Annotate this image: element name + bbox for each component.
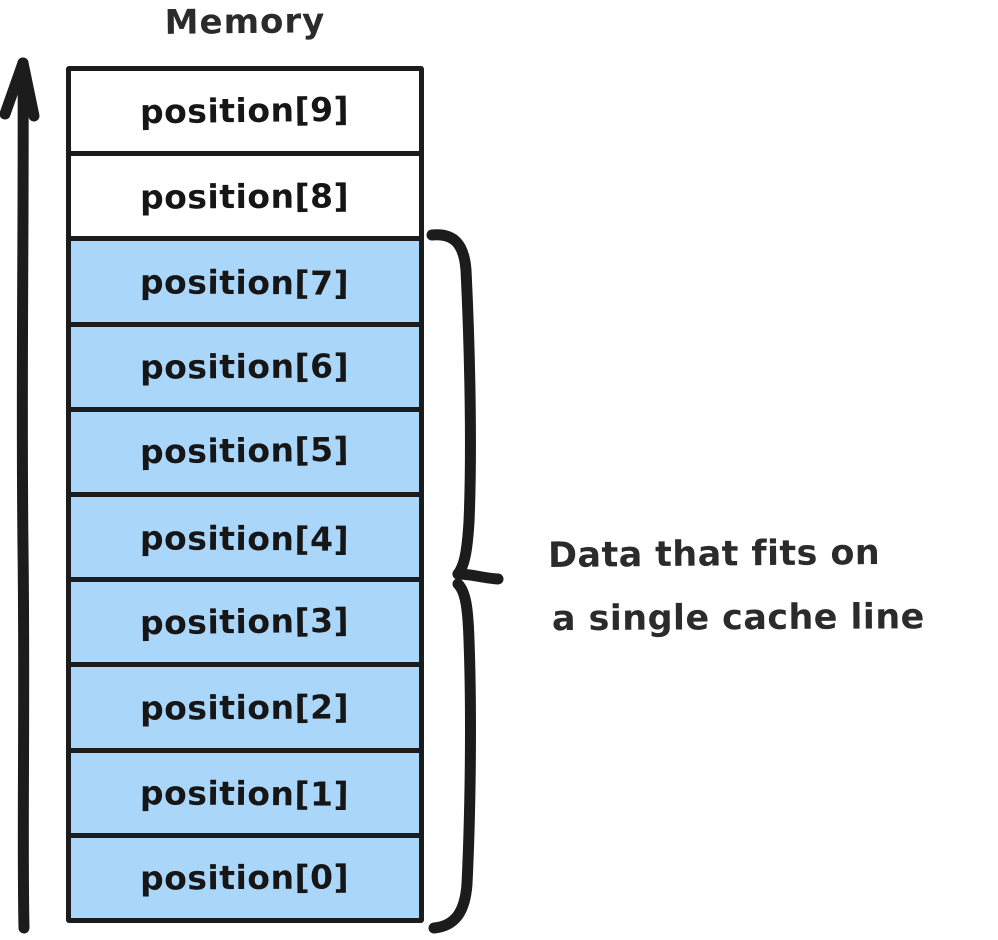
memory-cell-label: position[4] [140,517,350,559]
memory-cell[interactable]: position[5] [71,411,419,498]
memory-cell[interactable]: position[0] [71,837,419,919]
curly-brace-icon [420,222,540,940]
memory-cell-label: position[0] [140,857,350,899]
memory-cell[interactable]: position[6] [71,326,419,412]
page-title: Memory [164,1,326,43]
caption-line-2: a single cache line [551,597,925,640]
memory-cell[interactable]: position[1] [71,752,419,838]
memory-cell[interactable]: position[4] [71,497,419,583]
memory-cell-label: position[6] [140,346,350,387]
memory-cell-label: position[8] [140,176,350,217]
caption-line-1: Data that fits on [547,533,881,576]
up-arrow-icon [0,48,56,938]
memory-cell[interactable]: position[8] [71,156,419,242]
memory-stack: position[9] position[8] position[7] posi… [66,66,424,923]
memory-cell[interactable]: position[2] [71,667,419,753]
memory-cell[interactable]: position[9] [71,71,419,157]
memory-cell[interactable]: position[7] [71,241,419,327]
memory-cell-label: position[5] [140,430,350,472]
memory-cell-label: position[2] [140,687,350,728]
memory-cell-label: position[7] [140,262,350,303]
cache-line-caption: Data that fits on a single cache line [548,522,998,650]
memory-cell-label: position[3] [140,600,350,643]
memory-cell-label: position[1] [140,773,350,814]
memory-cell-label: position[9] [140,89,350,131]
memory-cell[interactable]: position[3] [71,582,419,668]
